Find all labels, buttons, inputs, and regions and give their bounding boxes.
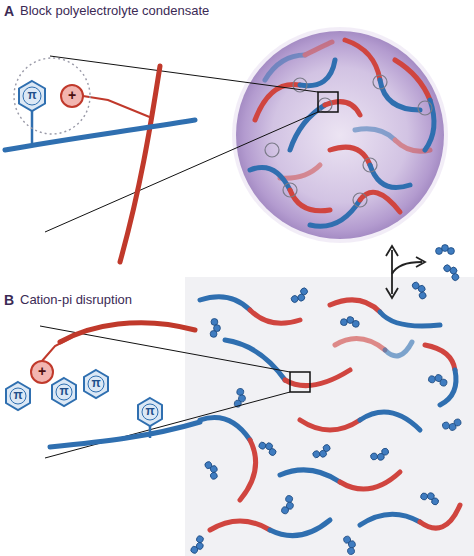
cation-symbol: + (38, 363, 46, 379)
aromatic-trimer (190, 535, 207, 556)
aromatic-trimer (343, 534, 358, 555)
droplet-glow (232, 27, 448, 243)
aromatic-trimer (204, 459, 221, 480)
pi-symbol: π (59, 385, 68, 399)
free-chains (200, 297, 460, 536)
panel-letter: B (4, 292, 14, 308)
interaction-marks (265, 75, 432, 207)
aromatic-trimer (370, 447, 391, 463)
pi-symbol: π (145, 405, 154, 419)
aromatic-trimer (340, 315, 360, 327)
pi-symbol: π (91, 377, 100, 391)
inset-a (5, 58, 195, 262)
panel-ground (185, 277, 474, 556)
panel-title: Cation-pi disruption (20, 293, 132, 308)
free-aromatic-molecules (190, 245, 463, 556)
condensate-chains (250, 40, 434, 226)
aromatic-trimer (436, 245, 455, 255)
aromatic-trimer (281, 495, 297, 516)
zoom-line (50, 56, 318, 92)
aromatic-trimer (442, 261, 462, 281)
condensate-droplet (236, 31, 444, 239)
aromatic-trimer (411, 279, 430, 300)
panel-title: Block polyelectrolyte condensate (20, 4, 209, 19)
pi-symbol: π (13, 389, 22, 403)
aromatic-trimer (210, 318, 221, 337)
panel-letter: A (4, 3, 14, 19)
aromatic-trimer (420, 489, 441, 506)
aromatic-trimer (312, 443, 333, 461)
pi-symbol: π (27, 89, 36, 103)
aromatic-trimer (290, 287, 311, 306)
aromatic-trimer (258, 438, 279, 456)
inset-b (6, 323, 200, 447)
zoom-square (290, 372, 310, 392)
zoom-square (318, 92, 338, 112)
aromatic-trimer (442, 418, 463, 432)
zoom-line (45, 112, 318, 232)
cation-symbol: + (68, 87, 76, 103)
zoom-line (45, 392, 290, 458)
aromatic-trimer (428, 372, 449, 387)
